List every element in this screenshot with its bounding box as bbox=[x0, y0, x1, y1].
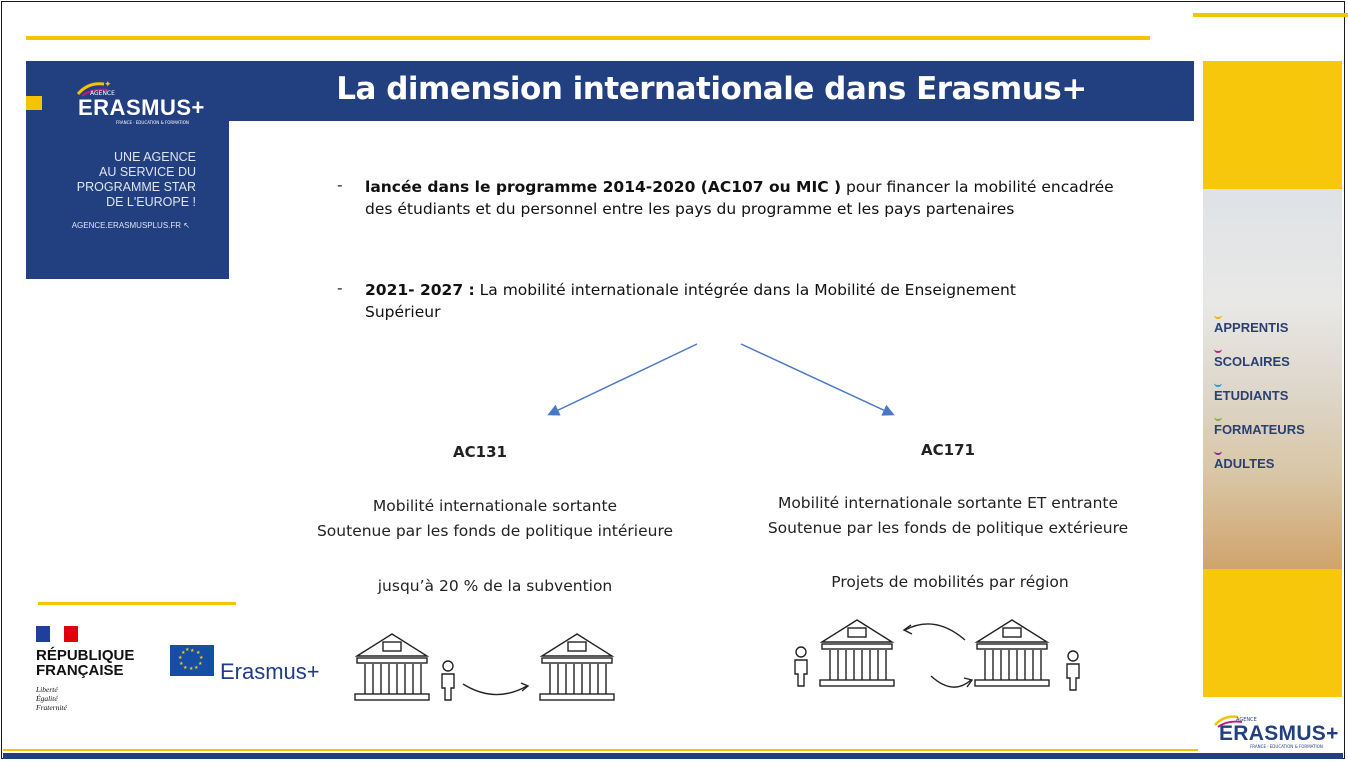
arrow-icon bbox=[930, 675, 972, 688]
arrow-right-icon bbox=[740, 343, 895, 416]
category-label: FORMATEURS bbox=[1214, 422, 1305, 437]
ac131-note: jusqu’à 20 % de la subvention bbox=[377, 577, 613, 595]
arrow-left-icon bbox=[547, 343, 698, 416]
arrow-icon bbox=[462, 683, 528, 696]
ac131-line2: Soutenue par les fonds de politique inté… bbox=[316, 522, 674, 540]
rf-motto: Liberté Égalité Fraternité bbox=[36, 685, 67, 712]
bullet-text: des étudiants et du personnel entre les … bbox=[365, 200, 1015, 218]
svg-text:★: ★ bbox=[183, 665, 188, 671]
svg-text:★: ★ bbox=[196, 650, 201, 656]
category-label: SCOLAIRES bbox=[1214, 354, 1290, 369]
bullet-text: pour financer la mobilité encadrée bbox=[841, 178, 1114, 196]
bullet-bold: lancée dans le programme 2014-2020 (AC10… bbox=[365, 178, 842, 196]
republique-francaise-logo: RÉPUBLIQUE FRANÇAISE bbox=[36, 648, 134, 678]
category-apprentis: APPRENTIS bbox=[1214, 317, 1289, 335]
top-yellow-rule bbox=[26, 36, 1150, 40]
title-bar bbox=[229, 61, 1194, 121]
right-strip-top bbox=[1203, 61, 1342, 189]
star-swoosh-icon: ✦ bbox=[76, 80, 112, 97]
right-strip-photo bbox=[1203, 189, 1342, 569]
bullet-2014-2020: lancée dans le programme 2014-2020 (AC10… bbox=[365, 176, 1114, 220]
swoosh-icon bbox=[1214, 449, 1222, 455]
ac171-line1: Mobilité internationale sortante ET entr… bbox=[777, 494, 1119, 512]
swoosh-icon bbox=[1214, 313, 1222, 319]
ac131-code: AC131 bbox=[453, 443, 507, 461]
bullet-2021-2027: 2021- 2027 : La mobilité internationale … bbox=[365, 279, 1016, 323]
tagline-line: UNE AGENCE bbox=[114, 150, 196, 164]
bullet-bold: 2021- 2027 : bbox=[365, 281, 475, 299]
ac171-note: Projets de mobilités par région bbox=[831, 573, 1069, 591]
person-icon bbox=[1066, 650, 1080, 691]
svg-text:★: ★ bbox=[178, 655, 183, 661]
arrow-icon bbox=[904, 623, 966, 641]
agency-tagline: UNE AGENCE AU SERVICE DU PROGRAMME STAR … bbox=[26, 150, 196, 210]
star-swoosh-icon bbox=[1214, 715, 1243, 728]
building-icon bbox=[539, 633, 615, 701]
category-scolaires: SCOLAIRES bbox=[1214, 351, 1290, 369]
bottom-logo-brand: ERASMUS+ bbox=[1219, 722, 1339, 745]
ac171-line2: Soutenue par les fonds de politique exté… bbox=[767, 519, 1129, 537]
logo-yellow-square bbox=[26, 96, 42, 110]
svg-text:★: ★ bbox=[181, 650, 186, 656]
split-arrows bbox=[547, 343, 895, 416]
bottom-navy-bar bbox=[3, 753, 1343, 759]
category-etudiants: ETUDIANTS bbox=[1214, 385, 1289, 403]
swoosh-icon bbox=[1214, 415, 1222, 421]
tagline-line: AU SERVICE DU bbox=[98, 165, 196, 179]
person-icon bbox=[794, 646, 808, 687]
agency-website-link[interactable]: AGENCE.ERASMUSPLUS.FR ↖ bbox=[71, 221, 190, 230]
swoosh-icon bbox=[1214, 347, 1222, 353]
bullet-dash: - bbox=[337, 176, 343, 194]
category-formateurs: FORMATEURS bbox=[1214, 419, 1305, 437]
rf-line1: RÉPUBLIQUE bbox=[36, 647, 135, 664]
right-strip-bottom bbox=[1203, 569, 1342, 697]
swoosh-icon bbox=[1214, 381, 1222, 387]
person-icon bbox=[441, 660, 455, 701]
bullet-text: La mobilité internationale intégrée dans… bbox=[474, 281, 1016, 299]
top-right-yellow-rule bbox=[1193, 13, 1348, 17]
building-icon bbox=[819, 619, 895, 687]
eu-erasmus-label: Erasmus+ bbox=[220, 659, 320, 684]
page-title: La dimension internationale dans Erasmus… bbox=[336, 71, 1087, 107]
bullet-dash: - bbox=[337, 279, 343, 297]
motto-line: Liberté bbox=[36, 685, 58, 694]
building-icon bbox=[974, 619, 1050, 687]
marianne-flag-icon bbox=[36, 626, 78, 642]
svg-text:★: ★ bbox=[194, 665, 199, 671]
svg-text:★: ★ bbox=[199, 655, 204, 661]
category-adultes: ADULTES bbox=[1214, 453, 1275, 471]
svg-text:★: ★ bbox=[198, 661, 203, 667]
bottom-yellow-rule bbox=[3, 749, 1198, 751]
ac131-description: Mobilité internationale sortante Soutenu… bbox=[270, 494, 720, 544]
tagline-line: PROGRAMME STAR bbox=[76, 180, 196, 194]
cursor-icon: ↖ bbox=[183, 221, 190, 230]
agency-logo-panel bbox=[26, 61, 229, 279]
motto-line: Fraternité bbox=[36, 703, 67, 712]
rf-yellow-rule bbox=[38, 602, 236, 605]
ac171-code: AC171 bbox=[921, 441, 975, 459]
bottom-logo-agence: AGENCE bbox=[1236, 717, 1257, 723]
left-mobility-sketch bbox=[354, 633, 615, 701]
bullet-text: Supérieur bbox=[365, 303, 441, 321]
tagline-line: DE L'EUROPE ! bbox=[106, 195, 196, 209]
category-label: ADULTES bbox=[1214, 456, 1275, 471]
logo-subtitle: FRANCE · EDUCATION & FORMATION bbox=[116, 120, 189, 125]
motto-line: Égalité bbox=[36, 694, 58, 703]
ac171-description: Mobilité internationale sortante ET entr… bbox=[718, 491, 1178, 541]
bottom-logo-subtitle: FRANCE · EDUCATION & FORMATION bbox=[1250, 744, 1323, 749]
logo-brand: ERASMUS+ bbox=[78, 95, 205, 120]
category-label: ETUDIANTS bbox=[1214, 388, 1289, 403]
logo-agence-label: AGENCE bbox=[90, 90, 115, 97]
category-label: APPRENTIS bbox=[1214, 320, 1289, 335]
svg-text:✦: ✦ bbox=[104, 80, 112, 90]
ac131-line1: Mobilité internationale sortante bbox=[372, 497, 618, 515]
svg-text:★: ★ bbox=[189, 666, 194, 672]
svg-text:★: ★ bbox=[179, 661, 184, 667]
eu-flag-icon: ★★★ ★★★ ★★★ ★★ bbox=[170, 645, 214, 676]
svg-text:★: ★ bbox=[185, 647, 190, 653]
svg-text:★: ★ bbox=[190, 648, 195, 654]
building-icon bbox=[354, 633, 430, 701]
rf-line2: FRANÇAISE bbox=[36, 662, 124, 679]
right-mobility-sketch bbox=[794, 619, 1080, 691]
